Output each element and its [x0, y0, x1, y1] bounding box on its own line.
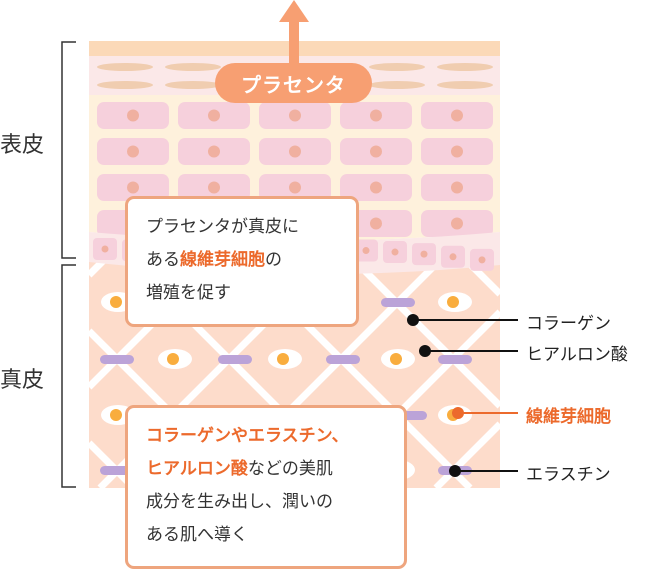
flat-cell — [369, 81, 425, 89]
info-box-fibroblast: プラセンタが真皮に ある線維芽細胞の 増殖を促す — [125, 196, 359, 327]
flat-cell — [369, 63, 425, 71]
box1-line3: 増殖を促す — [146, 283, 231, 303]
cell-nucleus — [478, 256, 486, 264]
label-elastin: エラスチン — [526, 465, 611, 485]
elastin-fiber — [438, 355, 472, 364]
box1-line2: ある線維芽細胞の — [146, 244, 342, 277]
text: ある — [146, 250, 180, 270]
flat-cell — [165, 63, 221, 71]
collagen-fiber — [433, 421, 500, 488]
cell-nucleus — [101, 245, 109, 253]
arrow-up-icon — [279, 0, 309, 22]
cell-nucleus — [289, 145, 301, 158]
cell-nucleus — [451, 217, 463, 230]
flat-cell — [437, 63, 493, 71]
elastin-fiber — [218, 355, 252, 364]
cell-nucleus — [362, 247, 370, 255]
box2-line1: コラーゲンやエラスチン、 — [146, 426, 349, 446]
text: などの美肌 — [247, 459, 333, 479]
cell-nucleus — [370, 217, 382, 230]
flat-cell — [97, 63, 153, 71]
cell-nucleus — [127, 109, 139, 122]
flat-cell — [437, 81, 493, 89]
epidermis-bracket — [61, 41, 76, 259]
label-fibroblast: 線維芽細胞 — [526, 407, 611, 427]
elastin-fiber — [100, 355, 134, 364]
fibroblast-nucleus — [110, 409, 122, 421]
cell-nucleus — [420, 250, 428, 258]
dermis-bracket — [61, 264, 76, 488]
cell-nucleus — [208, 145, 220, 158]
cell-nucleus — [370, 181, 382, 194]
cell-nucleus — [289, 109, 301, 122]
cell-nucleus — [451, 181, 463, 194]
cell-nucleus — [449, 253, 457, 261]
box2-line3: 成分を生み出し、潤いの — [146, 492, 333, 512]
text: の — [265, 250, 282, 270]
elastin-fiber — [381, 298, 415, 307]
cell-nucleus — [127, 145, 139, 158]
cell-nucleus — [208, 109, 220, 122]
box1-line1: プラセンタが真皮に — [146, 217, 299, 237]
callout-leaders — [407, 314, 518, 477]
box2-line4: ある肌へ導く — [146, 525, 248, 545]
fibroblast-nucleus — [277, 353, 289, 365]
info-box-components: コラーゲンやエラスチン、 ヒアルロン酸などの美肌 成分を生み出し、潤いの ある肌… — [125, 405, 407, 569]
flat-cell — [165, 81, 221, 89]
box2-line2: ヒアルロン酸などの美肌 — [146, 453, 390, 486]
cell-nucleus — [451, 109, 463, 122]
cell-nucleus — [127, 181, 139, 194]
placenta-pill: プラセンタ — [215, 63, 372, 103]
fibroblast-nucleus — [167, 353, 179, 365]
cell-nucleus — [391, 248, 399, 256]
cell-nucleus — [208, 181, 220, 194]
fibroblast-nucleus — [447, 296, 459, 308]
cell-nucleus — [451, 145, 463, 158]
fibroblast-nucleus — [110, 296, 122, 308]
highlight-text: 線維芽細胞 — [180, 250, 265, 270]
label-hyaluronic-acid: ヒアルロン酸 — [526, 345, 628, 365]
epidermis-label: 表皮 — [0, 133, 45, 158]
cell-nucleus — [370, 145, 382, 158]
label-collagen: コラーゲン — [526, 314, 611, 334]
fibroblast-nucleus — [390, 353, 402, 365]
flat-cell — [97, 81, 153, 89]
arrow-shaft — [289, 20, 299, 65]
highlight-text: ヒアルロン酸 — [146, 459, 248, 479]
cell-nucleus — [289, 181, 301, 194]
cell-nucleus — [370, 109, 382, 122]
dermis-label: 真皮 — [0, 368, 45, 393]
elastin-fiber — [326, 355, 360, 364]
